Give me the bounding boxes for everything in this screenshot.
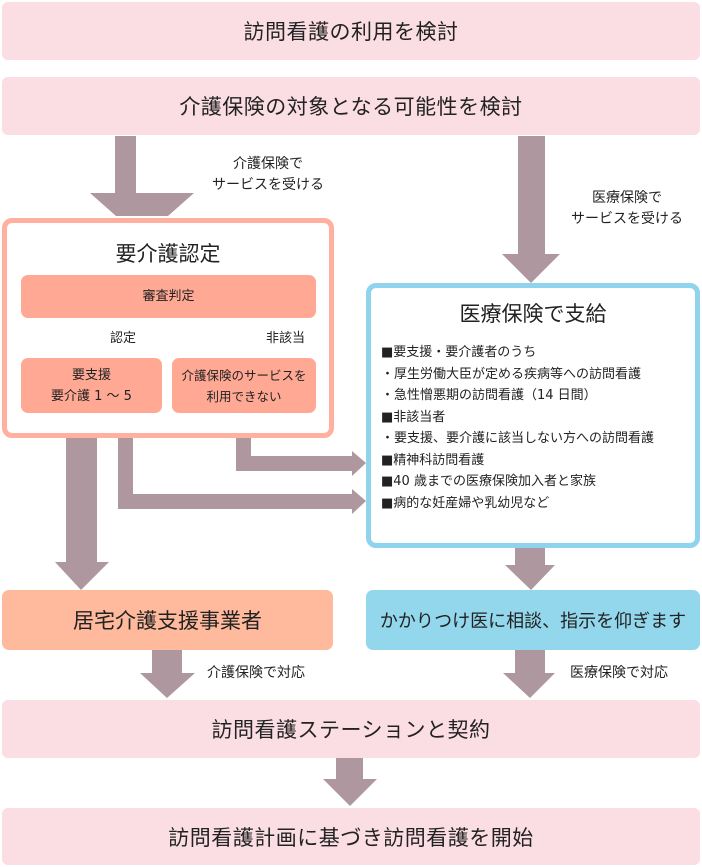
- consult-doctor-box: かかりつけ医に相談、指示を仰ぎます: [366, 590, 700, 650]
- arrow-to-medical-payment: [502, 136, 560, 283]
- review-box: 審査判定: [21, 275, 316, 318]
- medical-item: ・急性憎悪期の訪問看護（14 日間）: [381, 388, 597, 403]
- certified-label: 認定: [110, 331, 137, 346]
- medical-branch-line1: 医療保険で: [592, 190, 662, 206]
- arrow-to-care-certification: [90, 136, 194, 216]
- step-consider-visit-nursing-text: 訪問看護の利用を検討: [243, 20, 459, 44]
- step-contract-station-text: 訪問看護ステーションと契約: [211, 718, 491, 742]
- medical-payment-panel: [366, 283, 700, 548]
- care-branch-line1: 介護保険で: [233, 156, 303, 172]
- step-start-nursing: 訪問看護計画に基づき訪問看護を開始: [2, 808, 700, 865]
- step-start-nursing-text: 訪問看護計画に基づき訪問看護を開始: [168, 825, 534, 850]
- not-applicable-result-box: 介護保険のサービスを 利用できない: [172, 358, 316, 413]
- care-branch-line2: サービスを受ける: [212, 177, 324, 193]
- step-consider-visit-nursing: 訪問看護の利用を検討: [2, 2, 700, 60]
- care-handled-label: 介護保険で対応: [207, 665, 305, 681]
- medical-item: ■病的な妊産婦や乳幼児など: [381, 495, 550, 511]
- arrow-to-start-nursing: [323, 758, 377, 806]
- arrow-medical-to-station: [503, 650, 555, 698]
- medical-item: ・要支援、要介護に該当しない方への訪問看護: [381, 431, 655, 446]
- step-consider-care-insurance: 介護保険の対象となる可能性を検討: [2, 77, 700, 135]
- medical-branch-line2: サービスを受ける: [571, 211, 683, 227]
- not-applicable-result-line2: 利用できない: [206, 388, 282, 404]
- medical-handled-label: 医療保険で対応: [570, 665, 668, 681]
- not-applicable-result-line1: 介護保険のサービスを: [181, 367, 307, 383]
- medical-payment-title: 医療保険で支給: [459, 302, 607, 326]
- care-provider-text: 居宅介護支援事業者: [73, 609, 262, 633]
- care-certification-title: 要介護認定: [115, 242, 221, 266]
- arrow-care-to-station: [140, 650, 195, 698]
- medical-item: ■非該当者: [381, 409, 446, 425]
- medical-insurance-branch-label: 医療保険で サービスを受ける: [557, 188, 697, 230]
- not-applicable-label: 非該当: [266, 331, 306, 346]
- medical-item: ■40 歳までの医療保険加入者と家族: [381, 474, 596, 489]
- medical-item: ■精神科訪問看護: [381, 452, 485, 468]
- arrow-not-applicable-to-medical: [236, 436, 366, 476]
- medical-item: ■要支援・要介護者のうち: [381, 345, 537, 360]
- consult-doctor-text: かかりつけ医に相談、指示を仰ぎます: [379, 611, 687, 632]
- care-insurance-branch-label: 介護保険で サービスを受ける: [198, 154, 338, 196]
- arrow-to-care-provider: [55, 436, 109, 590]
- arrow-to-consult-doctor: [505, 548, 555, 590]
- step-contract-station: 訪問看護ステーションと契約: [2, 700, 700, 758]
- certified-result-line1: 要支援: [71, 367, 111, 383]
- review-text: 審査判定: [142, 289, 195, 304]
- medical-payment-list: ■要支援・要介護者のうち ・厚生労働大臣が定める疾病等への訪問看護 ・急性憎悪期…: [381, 342, 699, 514]
- step-consider-care-insurance-text: 介護保険の対象となる可能性を検討: [179, 95, 523, 119]
- arrow-certified-to-medical: [118, 436, 366, 514]
- medical-item: ・厚生労働大臣が定める疾病等への訪問看護: [381, 366, 642, 382]
- certified-result-box: 要支援 要介護 1 〜 5: [21, 358, 162, 413]
- certified-result-line2: 要介護 1 〜 5: [51, 388, 132, 404]
- care-provider-box: 居宅介護支援事業者: [2, 590, 333, 650]
